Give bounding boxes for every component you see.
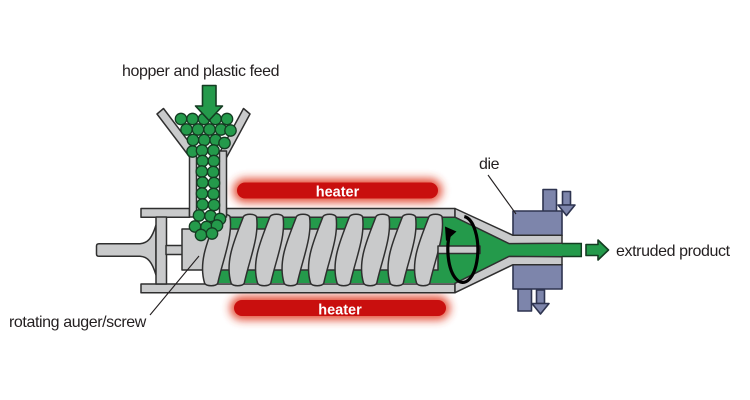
die-assembly — [512, 188, 576, 315]
die-label: die — [479, 156, 500, 173]
die-block-top — [512, 210, 563, 237]
pellet — [207, 198, 221, 212]
extruded-product-arrow-icon — [585, 239, 610, 261]
screw-flight — [201, 213, 232, 287]
pellet — [207, 187, 220, 201]
pellet — [196, 198, 209, 211]
end-flange — [155, 216, 168, 285]
pellet — [186, 112, 199, 126]
pellet — [205, 227, 219, 240]
auger-leader-line — [149, 255, 200, 316]
pellet — [196, 154, 209, 168]
pellet — [192, 209, 206, 222]
pellet — [196, 176, 209, 189]
screw-flight — [254, 213, 285, 287]
screw-flight — [281, 213, 311, 287]
pellet — [195, 165, 209, 178]
die-exit-channel-edge — [562, 242, 583, 258]
heater-top-label: heater — [316, 185, 360, 201]
die-top-stem — [542, 188, 558, 213]
hopper-wall-left — [188, 150, 198, 218]
pellet — [207, 154, 221, 168]
feed-arrow-icon — [194, 84, 224, 122]
pellet — [195, 144, 209, 157]
hopper-wall-right — [218, 150, 228, 218]
pellet — [197, 133, 211, 147]
extruded-product-label: extruded product — [616, 243, 731, 260]
die-leader-line — [487, 174, 517, 215]
screw-flight — [307, 213, 338, 287]
screw-flight — [387, 213, 417, 287]
clamp-arrow-top-icon — [557, 190, 576, 217]
rotation-arrow-icon — [445, 215, 480, 284]
pellet — [224, 124, 237, 137]
die-block-bottom — [512, 263, 563, 290]
hopper-feed-label: hopper and plastic feed — [122, 63, 279, 80]
heater-top — [233, 178, 442, 203]
screw-flight — [360, 213, 391, 287]
barrel-top-wall-left — [140, 207, 191, 218]
heater-bottom — [230, 296, 450, 320]
pellet — [207, 176, 221, 190]
screw-tip-shaft — [437, 245, 481, 255]
heater-bottom-bar — [234, 300, 446, 316]
heater-top-bar — [237, 182, 438, 199]
clamp-arrow-bottom-icon — [531, 289, 550, 315]
screw-flight — [228, 213, 258, 287]
barrel-taper-bottom — [454, 255, 563, 294]
plastic-pellets — [174, 112, 237, 242]
rotating-auger-label: rotating auger/screw — [9, 314, 147, 331]
pellet — [207, 144, 220, 157]
pellet — [191, 123, 205, 136]
auger-screw — [181, 213, 481, 287]
pellet — [195, 187, 209, 200]
pellet — [218, 136, 231, 150]
pellet — [203, 123, 216, 136]
barrel-top-wall — [225, 207, 456, 218]
drive-end — [95, 216, 185, 285]
barrel-bottom-wall — [140, 283, 456, 294]
pellet — [220, 112, 234, 126]
screw-flight — [413, 213, 444, 287]
pellet — [180, 123, 193, 136]
pellet — [206, 165, 220, 179]
pellet — [194, 228, 208, 242]
barrel-taper-top — [454, 207, 563, 245]
drive-shaft — [95, 224, 157, 276]
pellet — [174, 112, 188, 126]
heater-bottom-label: heater — [318, 303, 362, 319]
screw-flight — [334, 213, 364, 287]
die-bottom-stem — [517, 288, 533, 312]
pellet — [186, 133, 200, 147]
